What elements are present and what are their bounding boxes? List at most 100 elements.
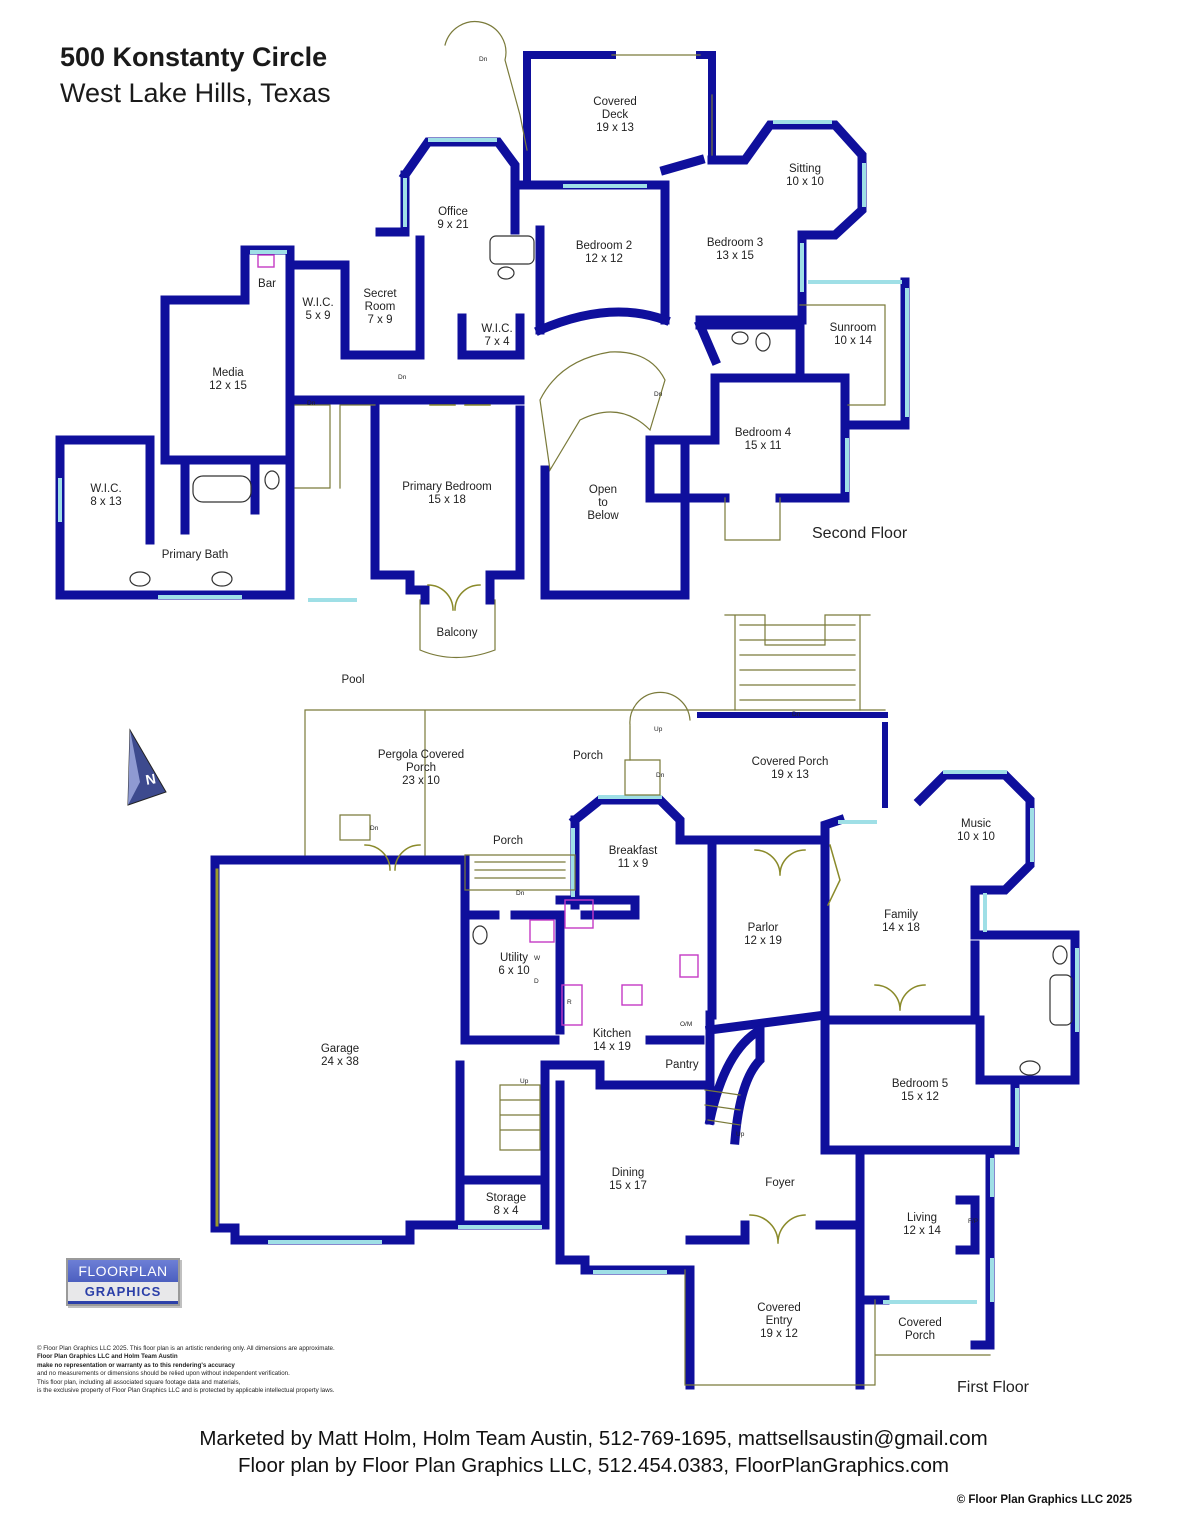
first-floor-thin-lines xyxy=(304,614,991,1386)
stair-mark: Dn xyxy=(656,772,665,779)
svg-text:Bedroom 313 x 15: Bedroom 313 x 15 xyxy=(707,237,763,262)
primary-bedroom-label: Primary Bedroom xyxy=(402,481,491,493)
sunroom-wall xyxy=(840,277,910,430)
svg-text:Bedroom 415 x 11: Bedroom 415 x 11 xyxy=(735,427,792,452)
stair-mark: Dn xyxy=(654,391,663,398)
logo-line-2: GRAPHICS xyxy=(68,1282,178,1301)
wic-large-label: W.I.C. xyxy=(90,483,121,495)
sitting-wall xyxy=(707,120,867,305)
fireplace-label: F/P xyxy=(968,1218,978,1225)
svg-text:W.I.C.8 x 13: W.I.C.8 x 13 xyxy=(90,483,121,508)
stair-mark: Dn xyxy=(307,400,316,407)
music-label: Music xyxy=(961,818,991,830)
disclaimer: © Floor Plan Graphics LLC 2025. This flo… xyxy=(37,1345,457,1395)
porch-upper-label: Porch xyxy=(573,750,603,762)
storage-label: Storage xyxy=(486,1192,526,1204)
bedroom-5-label: Bedroom 5 xyxy=(892,1078,948,1090)
bedroom-4-label: Bedroom 4 xyxy=(735,427,792,439)
covered-porch-back-label: Covered Porch xyxy=(752,756,829,768)
disclaimer-line: © Floor Plan Graphics LLC 2025. This flo… xyxy=(37,1345,335,1352)
entry-wall xyxy=(685,1220,865,1390)
primary-bedroom-wall xyxy=(370,395,525,605)
porch-lower-label: Porch xyxy=(493,835,523,847)
sunroom-label: Sunroom xyxy=(830,322,877,334)
breakfast-label: Breakfast xyxy=(609,845,658,857)
second-floor-thin-lines xyxy=(294,20,886,659)
bedroom5-bath-wall xyxy=(970,930,1080,1085)
kitchen-label: Kitchen xyxy=(593,1028,631,1040)
secret-room-label: Secret xyxy=(363,288,397,300)
pool-label: Pool xyxy=(341,674,364,686)
disclaimer-line: and no measurements or dimensions should… xyxy=(37,1370,290,1378)
compass-letter: N xyxy=(144,770,157,788)
dining-wall xyxy=(540,1060,695,1390)
dining-label: Dining xyxy=(612,1167,645,1179)
disclaimer-line: is the exclusive property of Floor Plan … xyxy=(37,1387,335,1395)
bedroom3-wall xyxy=(659,154,807,325)
wic-small-label: W.I.C. xyxy=(302,297,333,309)
utility-wall xyxy=(460,855,565,1045)
wic-wall xyxy=(285,235,425,360)
bedroom4-bath-wall xyxy=(694,319,805,383)
refrigerator-label: R xyxy=(567,999,572,1006)
covered-porch-front-label: Covered xyxy=(898,1317,941,1329)
pantry-wall xyxy=(595,1035,715,1090)
disclaimer-line: make no representation or warranty as to… xyxy=(37,1361,235,1369)
marketed-by-line: Marketed by Matt Holm, Holm Team Austin,… xyxy=(199,1427,988,1450)
utility-label: Utility xyxy=(500,952,528,964)
wic-mid-wall xyxy=(457,313,525,360)
first-floor-windows xyxy=(268,770,1079,1304)
oven-label: O/M xyxy=(680,1021,692,1028)
bedroom-3-label: Bedroom 3 xyxy=(707,237,763,249)
svg-text:W.I.C.5 x 9: W.I.C.5 x 9 xyxy=(302,297,333,322)
sitting-label: Sitting xyxy=(789,163,821,175)
stair-mark: Dn xyxy=(792,711,801,718)
second-floor-label: Second Floor xyxy=(812,525,908,542)
primary-stair-wall xyxy=(285,355,380,580)
stair-mark: Dn xyxy=(370,825,379,832)
wic-mid-label: W.I.C. xyxy=(481,323,512,335)
covered-deck-label: Covered xyxy=(593,96,636,108)
media-wall xyxy=(160,245,295,465)
living-label: Living xyxy=(907,1212,937,1224)
bar-label: Bar xyxy=(258,278,276,290)
parlor-label: Parlor xyxy=(748,922,779,934)
washer-label: W xyxy=(534,955,541,962)
bedroom-2-label: Bedroom 2 xyxy=(576,240,632,252)
parlor-wall xyxy=(704,835,831,1125)
floor-plan-credit-line: Floor plan by Floor Plan Graphics LLC, 5… xyxy=(237,1454,950,1477)
back-porch-wall xyxy=(697,712,888,808)
open-below-label: Open xyxy=(589,484,617,496)
breakfast-counter xyxy=(555,895,640,920)
primary-bath-label: Primary Bath xyxy=(162,549,228,561)
stair-mark: Dn xyxy=(516,890,525,897)
property-city: West Lake Hills, Texas xyxy=(60,78,331,108)
svg-text:Bedroom 515 x 12: Bedroom 515 x 12 xyxy=(892,1078,948,1103)
stair-mark: Dn xyxy=(479,56,488,63)
fixtures xyxy=(257,254,699,1026)
garage-label: Garage xyxy=(321,1043,359,1055)
logo-line-1: FLOORPLAN xyxy=(78,1263,168,1279)
disclaimer-line: Floor Plan Graphics LLC and Holm Team Au… xyxy=(37,1353,178,1361)
dryer-label: D xyxy=(534,978,539,985)
media-label: Media xyxy=(212,367,244,379)
first-floor-label: First Floor xyxy=(957,1379,1030,1396)
